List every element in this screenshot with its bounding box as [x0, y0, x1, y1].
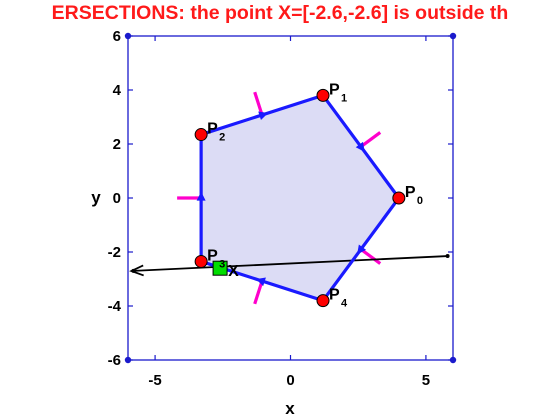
y-tick-label: -6: [108, 352, 121, 369]
vertex-label-subscript: 4: [341, 298, 348, 310]
vertex-label: P: [405, 184, 416, 201]
y-tick-label: 6: [113, 28, 121, 45]
edge-normal: [359, 131, 382, 148]
vertex-point: [316, 294, 330, 308]
edge-arrowhead: [357, 244, 367, 255]
edge-arrowhead: [255, 277, 266, 287]
edge-arrowhead: [258, 111, 269, 121]
vertex-label-subscript: 0: [417, 195, 423, 207]
edge-normal: [359, 248, 382, 265]
vertex-points-layer: [194, 88, 406, 308]
vertex-label: P: [329, 81, 340, 98]
y-tick-label: -2: [108, 244, 121, 261]
chart-title: ERSECTIONS: the point X=[-2.6,-2.6] is o…: [51, 2, 509, 24]
vertex-point: [392, 191, 406, 205]
ray-arrowhead: [129, 264, 144, 277]
x-tick-label: -5: [148, 372, 161, 389]
vertex-label-subscript: 2: [219, 132, 225, 144]
edge-arrowhead: [355, 141, 365, 152]
x-axis-label: x: [285, 399, 295, 418]
edge-normal: [253, 280, 264, 305]
x-tick-label: 5: [422, 372, 430, 389]
axes-layer: -5 0 5 6 4 2 0 -2 -4 -6: [108, 28, 457, 389]
y-tick-label: -4: [108, 298, 122, 315]
vertex-point: [194, 128, 208, 142]
query-point-marker: [212, 260, 228, 276]
edge-normals-layer: [177, 91, 382, 305]
vertex-label: P: [329, 287, 340, 304]
edge-normal: [253, 91, 264, 116]
y-axis-label: y: [91, 188, 101, 207]
y-tick-label: 2: [113, 136, 121, 153]
ray-layer: [129, 254, 450, 277]
y-tick-label: 0: [113, 190, 121, 207]
y-tick-label: 4: [113, 82, 122, 99]
vertex-label: P: [207, 121, 218, 138]
ray-start-dot: [445, 254, 450, 259]
query-point-label: X: [228, 263, 239, 280]
edge-arrowhead: [196, 191, 206, 201]
vertex-point: [194, 254, 208, 268]
vertex-point: [316, 88, 330, 102]
polygon-fill-layer: [201, 95, 399, 301]
vertex-label: P: [207, 247, 218, 264]
ray-line: [133, 255, 448, 272]
vertex-label-subscript: 1: [341, 92, 347, 104]
x-tick-label: 0: [286, 372, 294, 389]
polygon-fill: [201, 95, 399, 301]
vertex-label-subscript: 3: [219, 258, 225, 270]
